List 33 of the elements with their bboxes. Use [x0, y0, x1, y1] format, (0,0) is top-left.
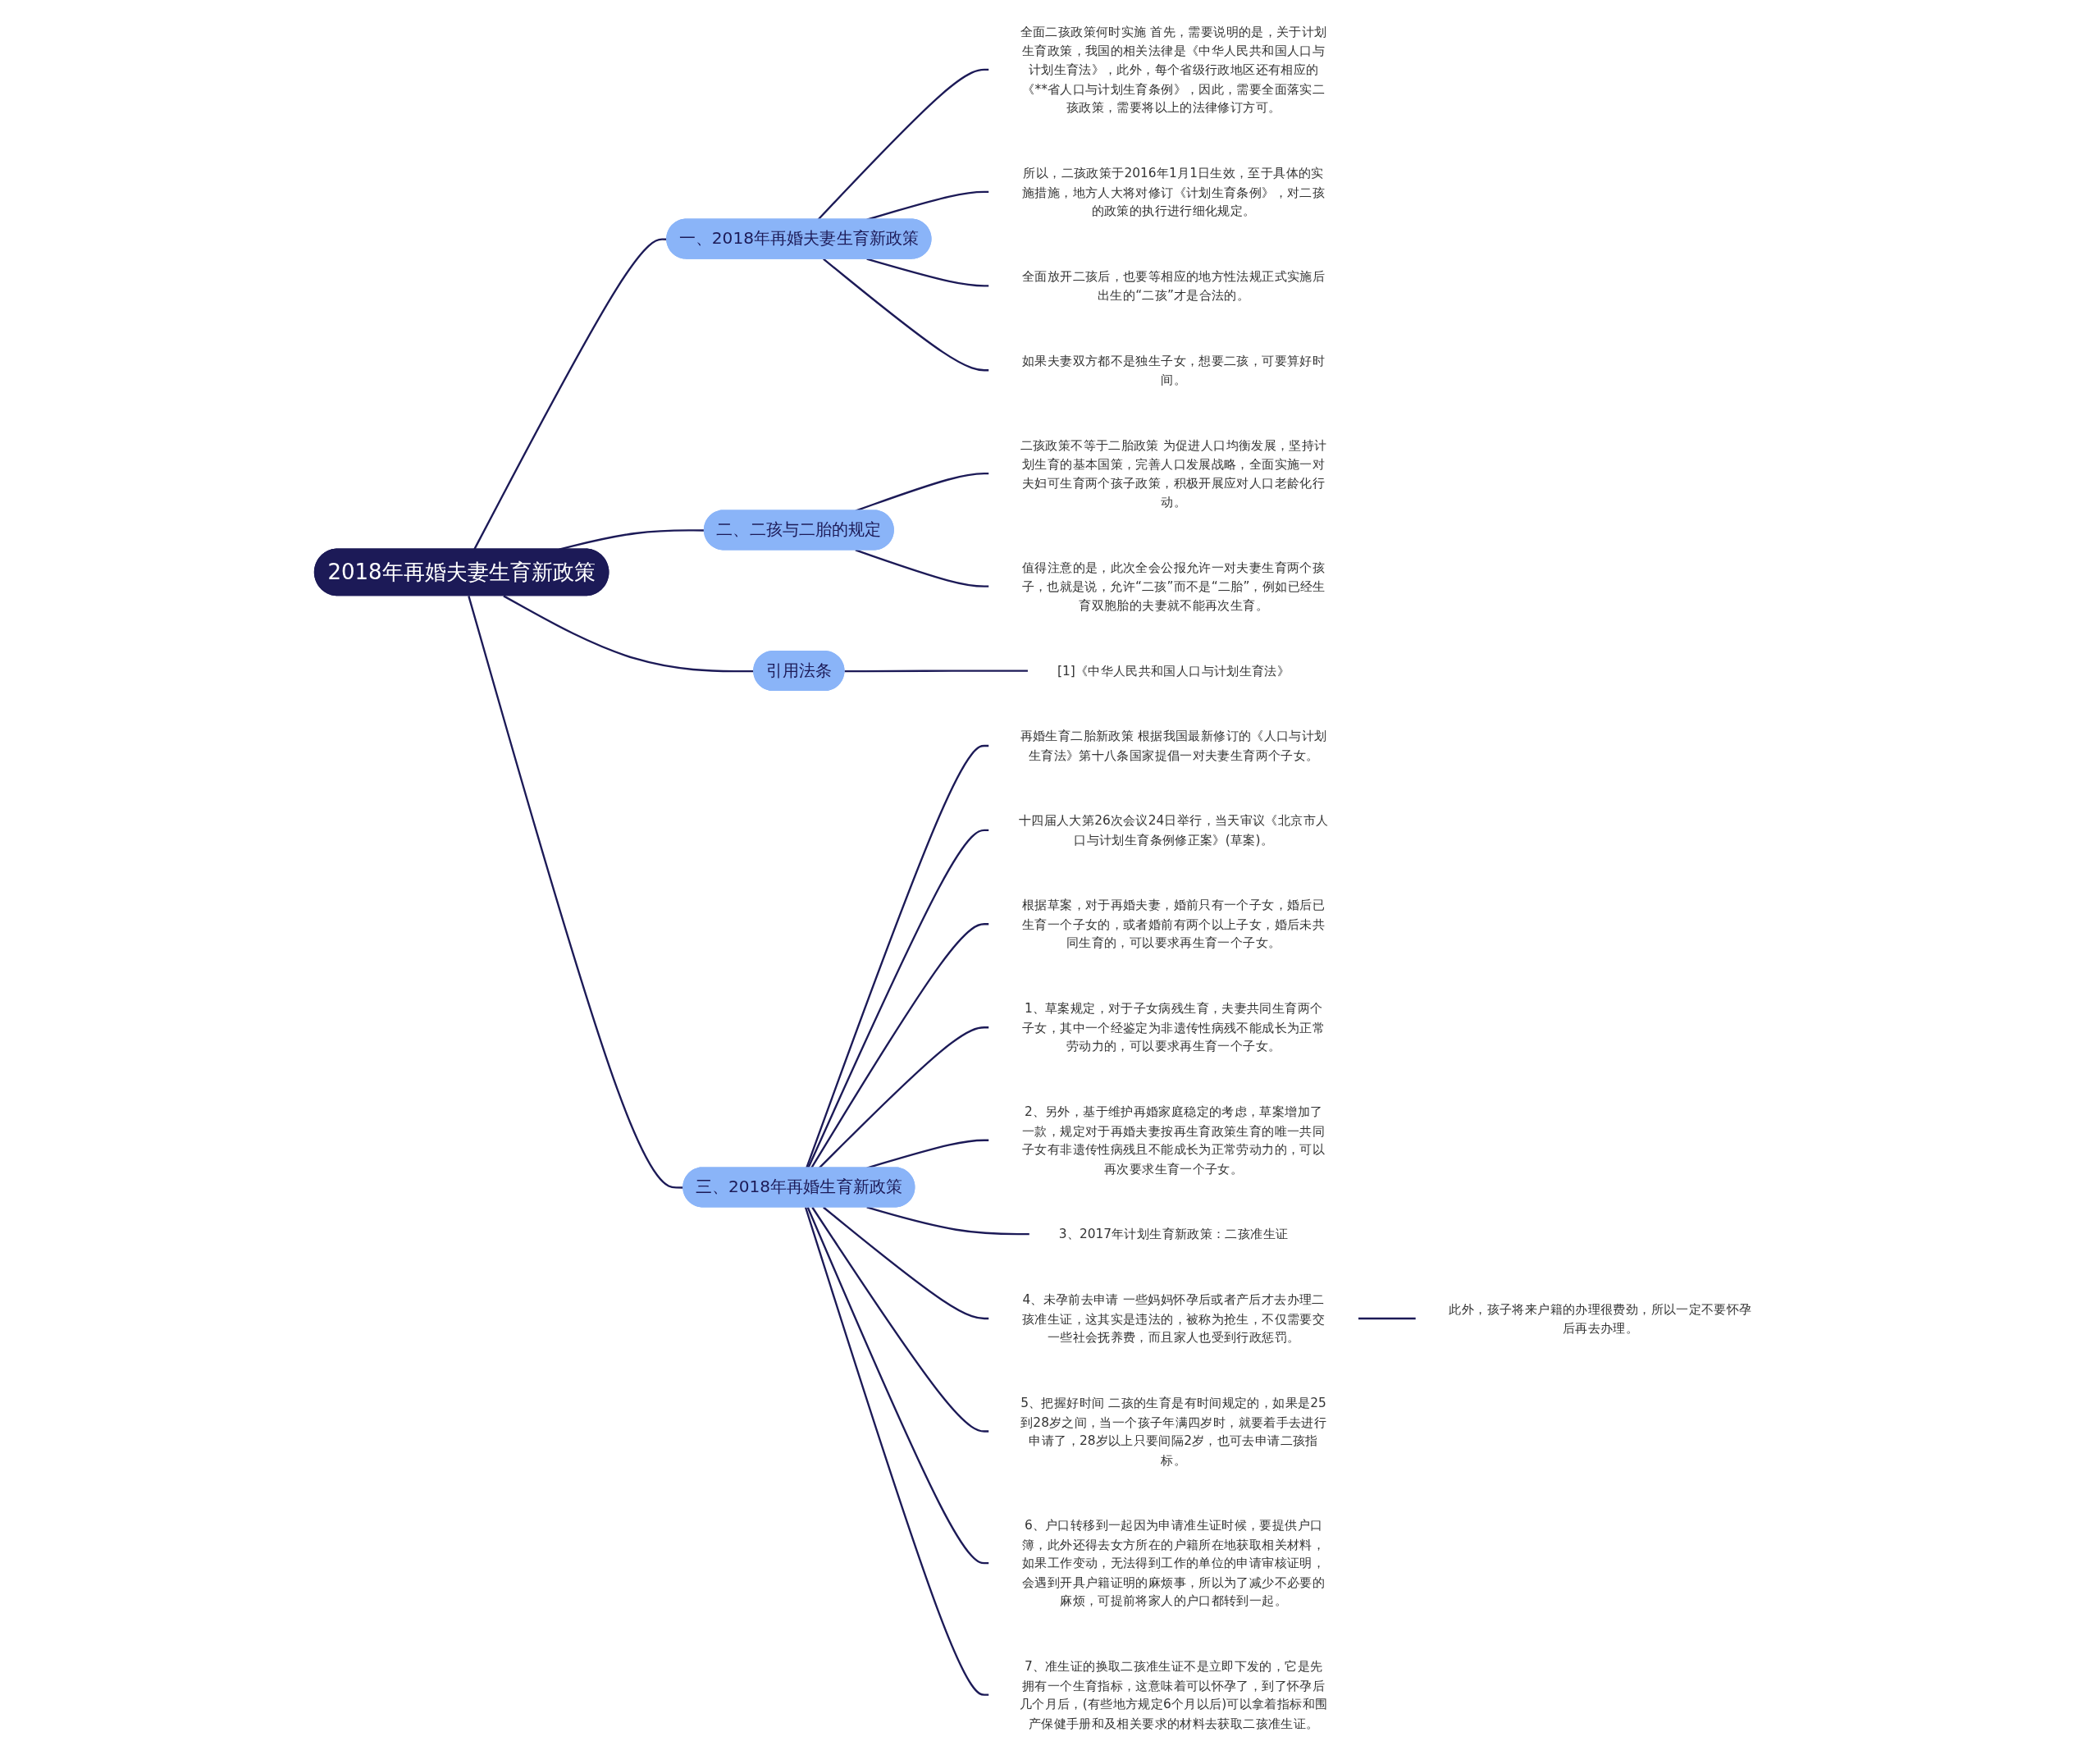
- node-text: 此外，孩子将来户籍的办理很费劲，所以一定不要怀孕后再去办理。: [1449, 1301, 1752, 1336]
- connector: [1358, 1317, 1417, 1320]
- node-text: 6、户口转移到一起因为申请准生证时候，要提供户口簿，此外还得去女方所在的户籍所在地获取相关材料，如果工作变动，无法得到工作的单位的申请审核证明，会遇到开具户籍证明的麻烦事，所以为了减少不必要的麻烦，可提前将家人的户口都转到一起。: [1022, 1517, 1326, 1608]
- node-text: 全面二孩政策何时实施 首先，需要说明的是，关于计划生育政策，我国的相关法律是《中华人民共和国人口与计划生育法》，此外，每个省级行政地区还有相应的《**省人口与计划生育条例》，因此，需要全面落实二孩政策，需要将以上的法律修订方可。: [1020, 24, 1327, 115]
- connector: [503, 595, 755, 673]
- connector: [844, 670, 1029, 673]
- connector: [468, 596, 684, 1189]
- connector: [805, 1207, 990, 1696]
- connector: [855, 549, 990, 587]
- node-text: 5、把握好时间 二孩的生育是有时间规定的，如果是25到28岁之间，当一个孩子年满四岁时，就要着手去进行申请了，28岁以上只要间隔2岁，也可去申请二孩指标。: [1020, 1395, 1327, 1467]
- connector: [823, 1206, 990, 1320]
- node-text: 2、另外，基于维护再婚家庭稳定的考虑，草案增加了一款，规定对于再婚夫妻按再生育政策生育的唯一共同子女有非遗传性病残且不能成长为正常劳动力的，可以再次要求生育一个子女。: [1022, 1104, 1326, 1176]
- node-text: 全面放开二孩后，也要等相应的地方性法规正式实施后出生的“二孩”才是合法的。: [1022, 268, 1326, 303]
- node-text: 根据草案，对于再婚夫妻，婚前只有一个子女，婚后已生育一个子女的，或者婚前有两个以上子女，婚后未共同生育的，可以要求再生育一个子女。: [1022, 898, 1326, 950]
- node-text: 7、准生证的换取二孩准生证不是立即下发的，它是先拥有一个生育指标，这意味着可以怀孕了，到了怀孕后几个月后，(有些地方规定6个月以后)可以拿着指标和围产保健手册和及相关要求的材料去获取二孩准生证。: [1020, 1658, 1328, 1730]
- connector: [866, 1206, 1030, 1236]
- node-text: 4、未孕前去申请 一些妈妈怀孕后或者产后才去办理二孩准生证，这其实是违法的，被称为抢生，不仅需要交一些社会抚养费，而且家人也受到行政惩罚。: [1022, 1291, 1326, 1345]
- connector: [866, 258, 990, 287]
- connector: [823, 258, 990, 372]
- node-text: 二孩政策不等于二胎政策 为促进人口均衡发展，坚持计划生育的基本国策，完善人口发展战略，全面实施一对夫妇可生育两个孩子政策，积极开展应对人口老龄化行动。: [1020, 437, 1327, 510]
- node-text: 所以，二孩政策于2016年1月1日生效，至于具体的实施措施，地方人大将对修订《计划生育条例》，对二孩的政策的执行进行细化规定。: [1022, 165, 1326, 218]
- connector: [817, 68, 990, 221]
- connector: [806, 744, 990, 1168]
- node-text: [1]《中华人民共和国人口与计划生育法》: [1057, 663, 1290, 679]
- node-text: 如果夫妻双方都不是独生子女，想要二孩，可要算好时间。: [1022, 353, 1326, 387]
- node-text: 再婚生育二胎新政策 根据我国最新修订的《人口与计划生育法》第十八条国家提倡一对夫妻生育两个子女。: [1020, 729, 1327, 763]
- connector: [866, 190, 990, 221]
- connector: [811, 1206, 990, 1433]
- node-text: 十四届人大第26次会议24日举行，当天审议《北京市人口与计划生育条例修正案》(草案)。: [1019, 813, 1329, 847]
- connector: [807, 1207, 990, 1565]
- node-text: 3、2017年计划生育新政策：二孩准生证: [1059, 1226, 1289, 1241]
- node-text: 1、草案规定，对于子女病残生育，夫妻共同生育两个子女，其中一个经鉴定为非遗传性病残不能成长为正常劳动力的，可以要求再生育一个子女。: [1022, 1001, 1326, 1053]
- node-text: 值得注意的是，此次全会公报允许一对夫妻生育两个孩子，也就是说，允许“二孩”而不是“二胎”，例如已经生育双胞胎的夫妻就不能再次生育。: [1021, 560, 1326, 613]
